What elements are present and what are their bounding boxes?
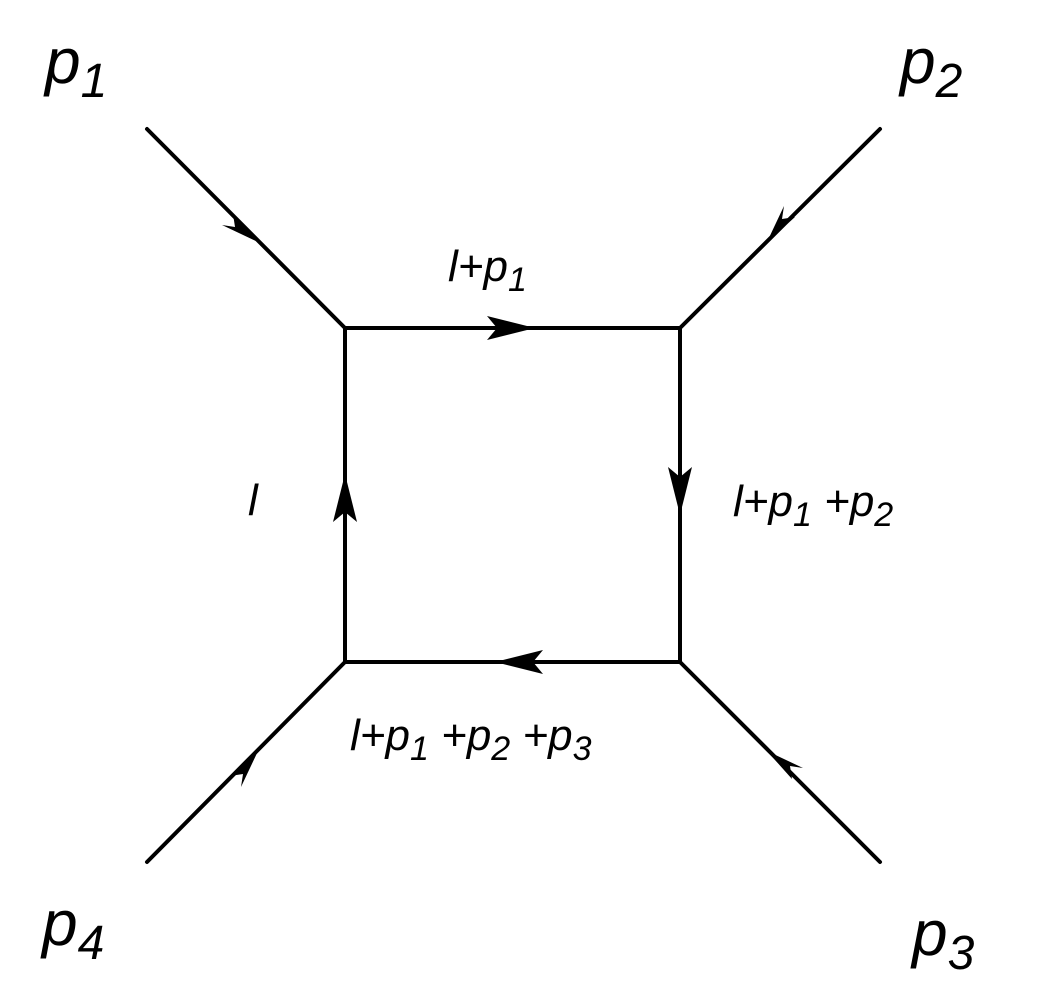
arrow-p3-icon [767, 751, 803, 779]
arrow-p1-icon [222, 214, 258, 242]
label-right-line: l+p1 +p2 [733, 477, 893, 534]
arrow-right-down-icon [668, 467, 692, 515]
label-bottom-line: l+p1 +p2 +p3 [350, 711, 592, 768]
loop-box [343, 326, 682, 664]
label-p4: p4 [40, 887, 104, 970]
arrowheads [222, 206, 803, 787]
arrow-p4-icon [230, 751, 258, 787]
label-top-line: l+p1 [448, 242, 527, 299]
arrow-top-right-icon [487, 316, 535, 340]
leg-p1 [145, 127, 347, 330]
arrow-p2-icon [767, 206, 795, 242]
label-p1: p1 [43, 25, 107, 108]
label-left-line: l [248, 476, 259, 525]
label-p3: p3 [910, 897, 975, 980]
arrow-left-up-icon [333, 474, 357, 522]
arrow-bottom-left-icon [495, 650, 543, 674]
label-p2: p2 [898, 25, 962, 108]
